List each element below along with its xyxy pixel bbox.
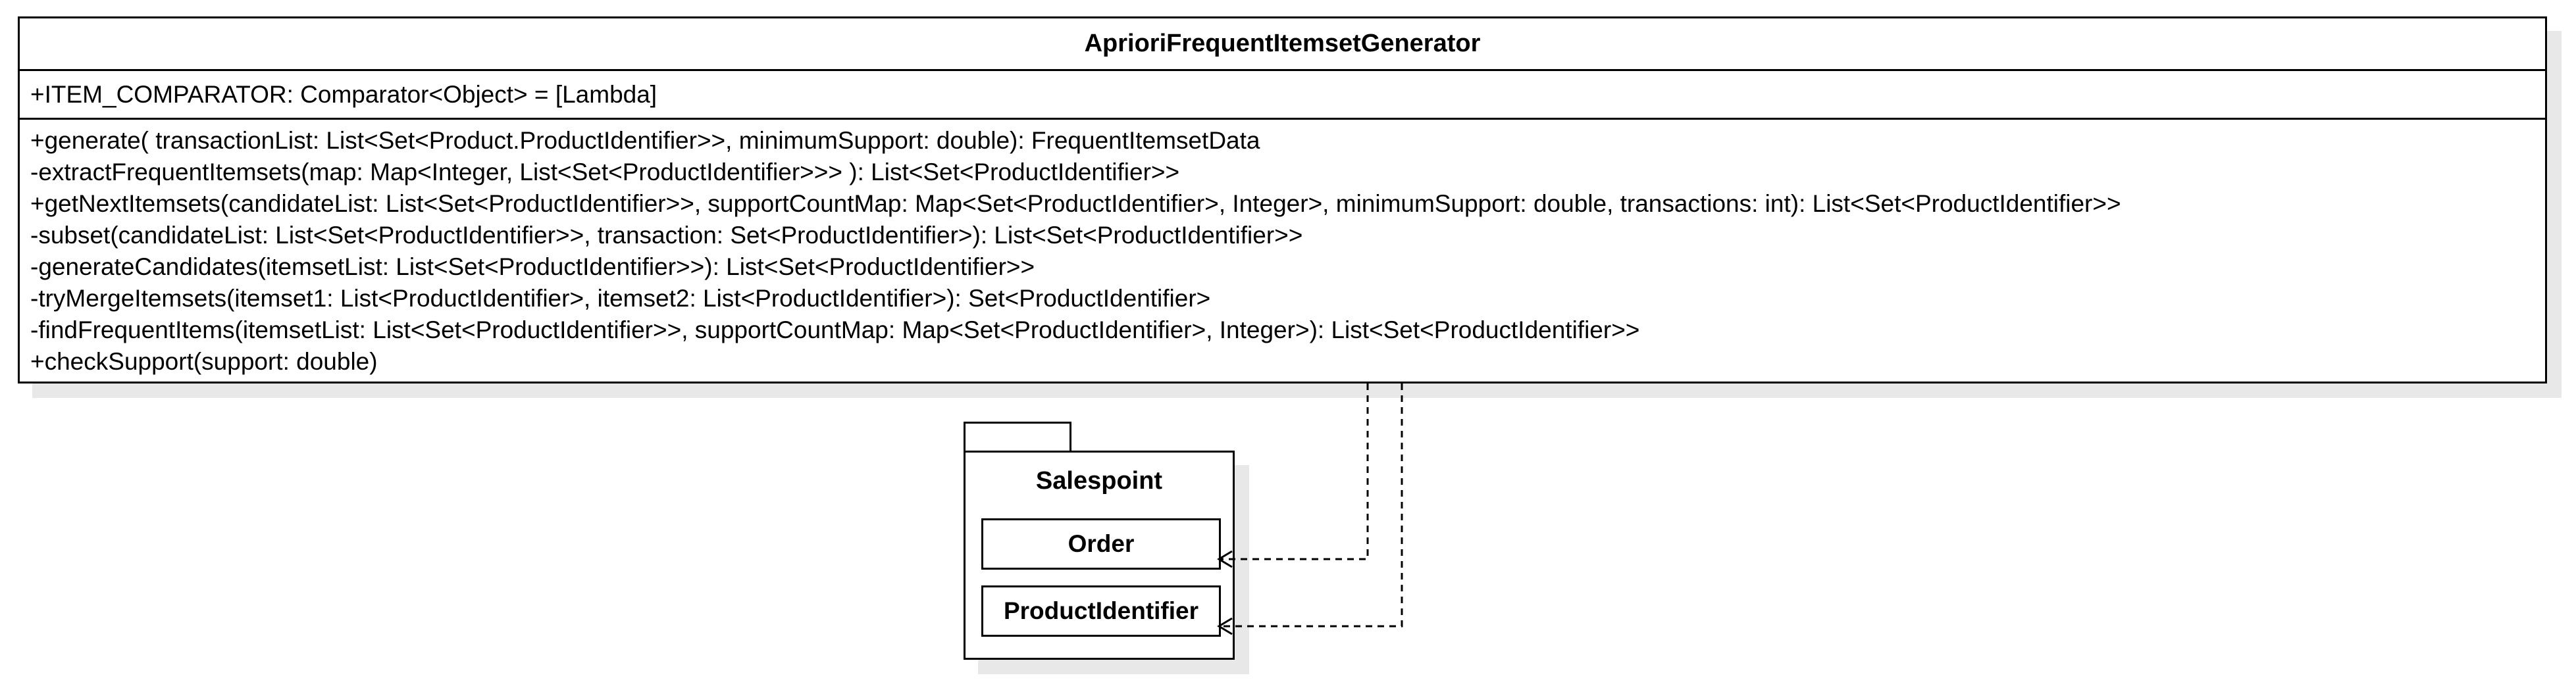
- operation-get-next-itemsets: +getNextItemsets(candidateList: List<Set…: [30, 190, 2121, 217]
- operation-check-support: +checkSupport(support: double): [30, 348, 378, 375]
- class-product-identifier[interactable]: ProductIdentifier: [981, 585, 1221, 637]
- package-box[interactable]: Salespoint Order ProductIdentifier: [964, 451, 1235, 660]
- class-operations: +generate( transactionList: List<Set<Pro…: [20, 120, 2545, 378]
- package-tab: [964, 422, 1071, 452]
- attribute-item-comparator: +ITEM_COMPARATOR: Comparator<Object> = […: [30, 80, 657, 108]
- class-attributes: +ITEM_COMPARATOR: Comparator<Object> = […: [20, 71, 2545, 120]
- dependency-line-product-identifier: [1219, 383, 1403, 628]
- arrowhead-product-identifier: [1217, 617, 1233, 635]
- class-name: AprioriFrequentItemsetGenerator: [20, 18, 2545, 71]
- operation-generate: +generate( transactionList: List<Set<Pro…: [30, 127, 1260, 154]
- dependency-line-order: [1219, 383, 1369, 560]
- operation-subset: -subset(candidateList: List<Set<ProductI…: [30, 222, 1303, 249]
- operation-generate-candidates: -generateCandidates(itemsetList: List<Se…: [30, 253, 1035, 280]
- operation-extract-frequent-itemsets: -extractFrequentItemsets(map: Map<Intege…: [30, 159, 1180, 185]
- class-order[interactable]: Order: [981, 518, 1221, 570]
- arrowhead-order: [1217, 550, 1233, 568]
- package-name: Salespoint: [1035, 467, 1163, 495]
- class-box[interactable]: AprioriFrequentItemsetGenerator +ITEM_CO…: [18, 16, 2547, 383]
- operation-find-frequent-items: -findFrequentItems(itemsetList: List<Set…: [30, 316, 1640, 343]
- operation-try-merge-itemsets: -tryMergeItemsets(itemset1: List<Product…: [30, 285, 1211, 312]
